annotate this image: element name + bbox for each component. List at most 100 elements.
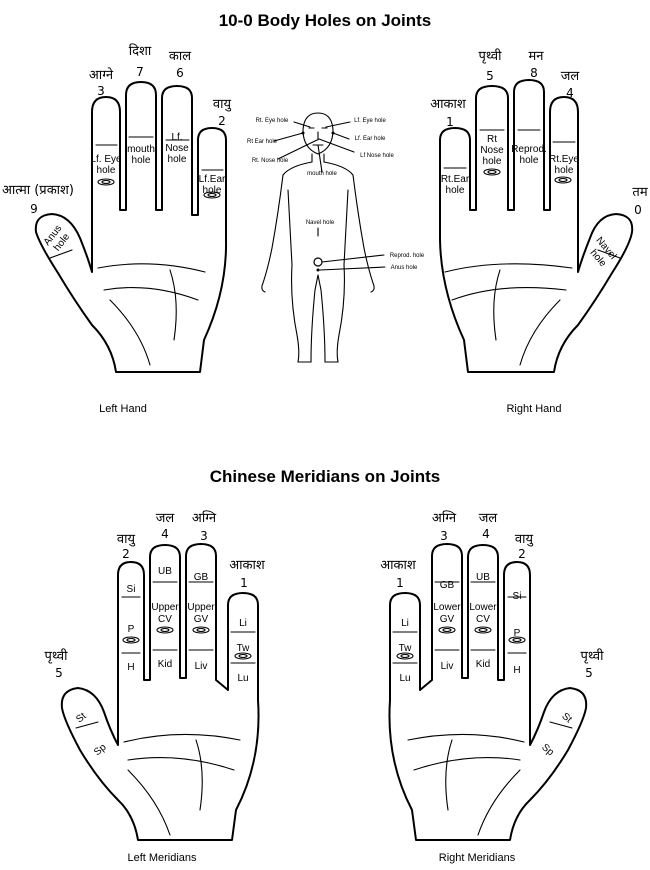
top-left-hand: आग्ने 3 Lf. Eye hole दिशा 7 mouth hole क… <box>2 43 232 415</box>
br-f3-l1: UB <box>476 572 490 583</box>
tr-f2-num: 5 <box>486 69 494 83</box>
br-thumb-num: 5 <box>585 666 593 680</box>
br-f2-l2: Lower <box>433 602 461 613</box>
br-f4-l2: P <box>514 628 521 639</box>
tr-f4-num: 4 <box>566 86 574 100</box>
tr-f3-hole-1: Reprod. <box>511 144 547 155</box>
bl-thumb-dev: पृथ्वी <box>45 648 69 664</box>
br-f1-l1: Li <box>401 618 409 629</box>
br-f1-l2: Tw <box>399 643 413 654</box>
tl-f1-dev: आग्ने <box>89 67 114 83</box>
br-thumb-dev: पृथ्वी <box>581 648 605 664</box>
bl-f4-l2: Tw <box>237 643 251 654</box>
br-f4-l1: Si <box>513 591 522 602</box>
br-f2-l3: GV <box>440 614 455 625</box>
top-right-hand: आकाश 1 Rt.Ear hole पृथ्वी 5 Rt Nose hole… <box>430 48 648 415</box>
tr-f4-hole-1: Rt.Eye <box>549 154 579 165</box>
bl-f3-l2: Upper <box>187 602 215 613</box>
bottom-right-hand-outline <box>388 543 588 841</box>
tr-f4-hole-2: hole <box>555 165 574 176</box>
bl-f4-num: 1 <box>240 576 248 590</box>
bl-f1-l2: P <box>128 624 135 635</box>
bl-f1-l3: H <box>127 662 134 673</box>
tr-thumb-num: 0 <box>634 203 642 217</box>
top-title: 10-0 Body Holes on Joints <box>219 11 432 30</box>
tl-f3-hole-2: Nose <box>165 143 189 154</box>
br-thumb-l2: Sp <box>539 742 556 759</box>
body-mouth: mouth hole <box>307 171 337 177</box>
body-rt-eye: Rt. Eye hole <box>256 118 289 124</box>
bottom-right-hand: आकाश 1 Li Tw Lu अग्नि 3 GB Lower GV Liv … <box>380 510 604 864</box>
bl-f1-l1: Si <box>127 584 136 595</box>
br-f2-num: 3 <box>440 529 448 543</box>
body-rt-nose: Rt. Nose hole <box>252 158 289 164</box>
body-lf-nose: Lf Nose hole <box>360 153 394 159</box>
bl-f3-num: 3 <box>200 529 208 543</box>
tr-f2-hole-1: Rt <box>487 134 497 145</box>
tl-f4-dev: वायु <box>213 97 232 112</box>
body-outline <box>302 112 334 155</box>
br-thumb-l1: St <box>559 711 573 726</box>
body-reprod: Reprod. hole <box>390 253 425 259</box>
bl-thumb-num: 5 <box>55 666 63 680</box>
bottom-left-hand: वायु 2 Si P H जल 4 UB Upper CV Kid अग्नि… <box>45 510 266 864</box>
body-lf-eye: Lf. Eye hole <box>354 118 386 124</box>
br-f3-l3: CV <box>476 614 490 625</box>
tr-f3-num: 8 <box>530 66 538 80</box>
bottom-right-caption: Right Meridians <box>439 852 516 864</box>
br-f3-l2: Lower <box>469 602 497 613</box>
top-right-hand-outline <box>439 79 634 373</box>
br-f3-l4: Kid <box>476 659 490 670</box>
body-rt-ear: Rt Ear hole <box>247 139 278 145</box>
bottom-left-hand-outline <box>60 543 260 841</box>
br-f1-l3: Lu <box>399 673 410 684</box>
tl-f3-hole-3: hole <box>168 154 187 165</box>
tl-thumb-num: 9 <box>30 202 38 216</box>
br-f2-l4: Liv <box>441 661 454 672</box>
br-f2-dev: अग्नि <box>432 510 457 526</box>
bl-f2-dev: जल <box>156 511 175 526</box>
bl-f3-l4: Liv <box>195 661 208 672</box>
br-f4-num: 2 <box>518 547 526 561</box>
br-f4-dev: वायु <box>515 532 534 547</box>
bottom-title: Chinese Meridians on Joints <box>210 467 441 486</box>
tr-f2-dev: पृथ्वी <box>479 48 503 64</box>
tl-f3-hole-1: Lf. <box>171 132 182 143</box>
tr-f1-hole-1: Rt.Ear <box>441 174 470 185</box>
tl-f2-hole-2: hole <box>132 155 151 166</box>
bl-f2-l4: Kid <box>158 659 172 670</box>
tl-f1-hole-1: Lf. Eye <box>90 154 122 165</box>
tl-f2-num: 7 <box>136 65 144 79</box>
br-f3-num: 4 <box>482 527 490 541</box>
br-f2-l1: GB <box>440 580 455 591</box>
bl-f4-l3: Lu <box>237 673 248 684</box>
bl-f4-dev: आकाश <box>229 558 266 573</box>
tl-f1-num: 3 <box>97 84 105 98</box>
tr-f1-dev: आकाश <box>430 97 467 112</box>
tl-f4-num: 2 <box>218 114 226 128</box>
bl-f3-l1: GB <box>194 572 209 583</box>
top-left-hand-outline <box>34 81 228 373</box>
top-left-caption: Left Hand <box>99 403 147 415</box>
tl-f2-dev: दिशा <box>129 43 152 59</box>
tl-f3-dev: काल <box>169 49 191 64</box>
br-f3-dev: जल <box>479 511 498 526</box>
tl-f4-hole-2: hole <box>203 185 222 196</box>
bl-f2-l2: Upper <box>151 602 179 613</box>
body-lf-ear: Lf. Ear hole <box>355 136 386 142</box>
bl-f2-num: 4 <box>161 527 169 541</box>
bl-f2-l1: UB <box>158 566 172 577</box>
tr-f4-dev: जल <box>561 69 580 84</box>
tr-f3-dev: मन <box>529 49 545 64</box>
bl-f2-l3: CV <box>158 614 172 625</box>
bl-f1-num: 2 <box>122 547 130 561</box>
tr-f1-num: 1 <box>446 115 454 129</box>
tr-f1-hole-2: hole <box>446 185 465 196</box>
top-right-caption: Right Hand <box>506 403 561 415</box>
tr-f2-hole-2: Nose <box>480 145 504 156</box>
tl-f2-hole-1: mouth <box>127 144 155 155</box>
body-figure: Rt. Eye hole Rt Ear hole Rt. Nose hole L… <box>247 112 425 363</box>
tr-f2-hole-3: hole <box>483 156 502 167</box>
br-f4-l3: H <box>513 665 520 676</box>
